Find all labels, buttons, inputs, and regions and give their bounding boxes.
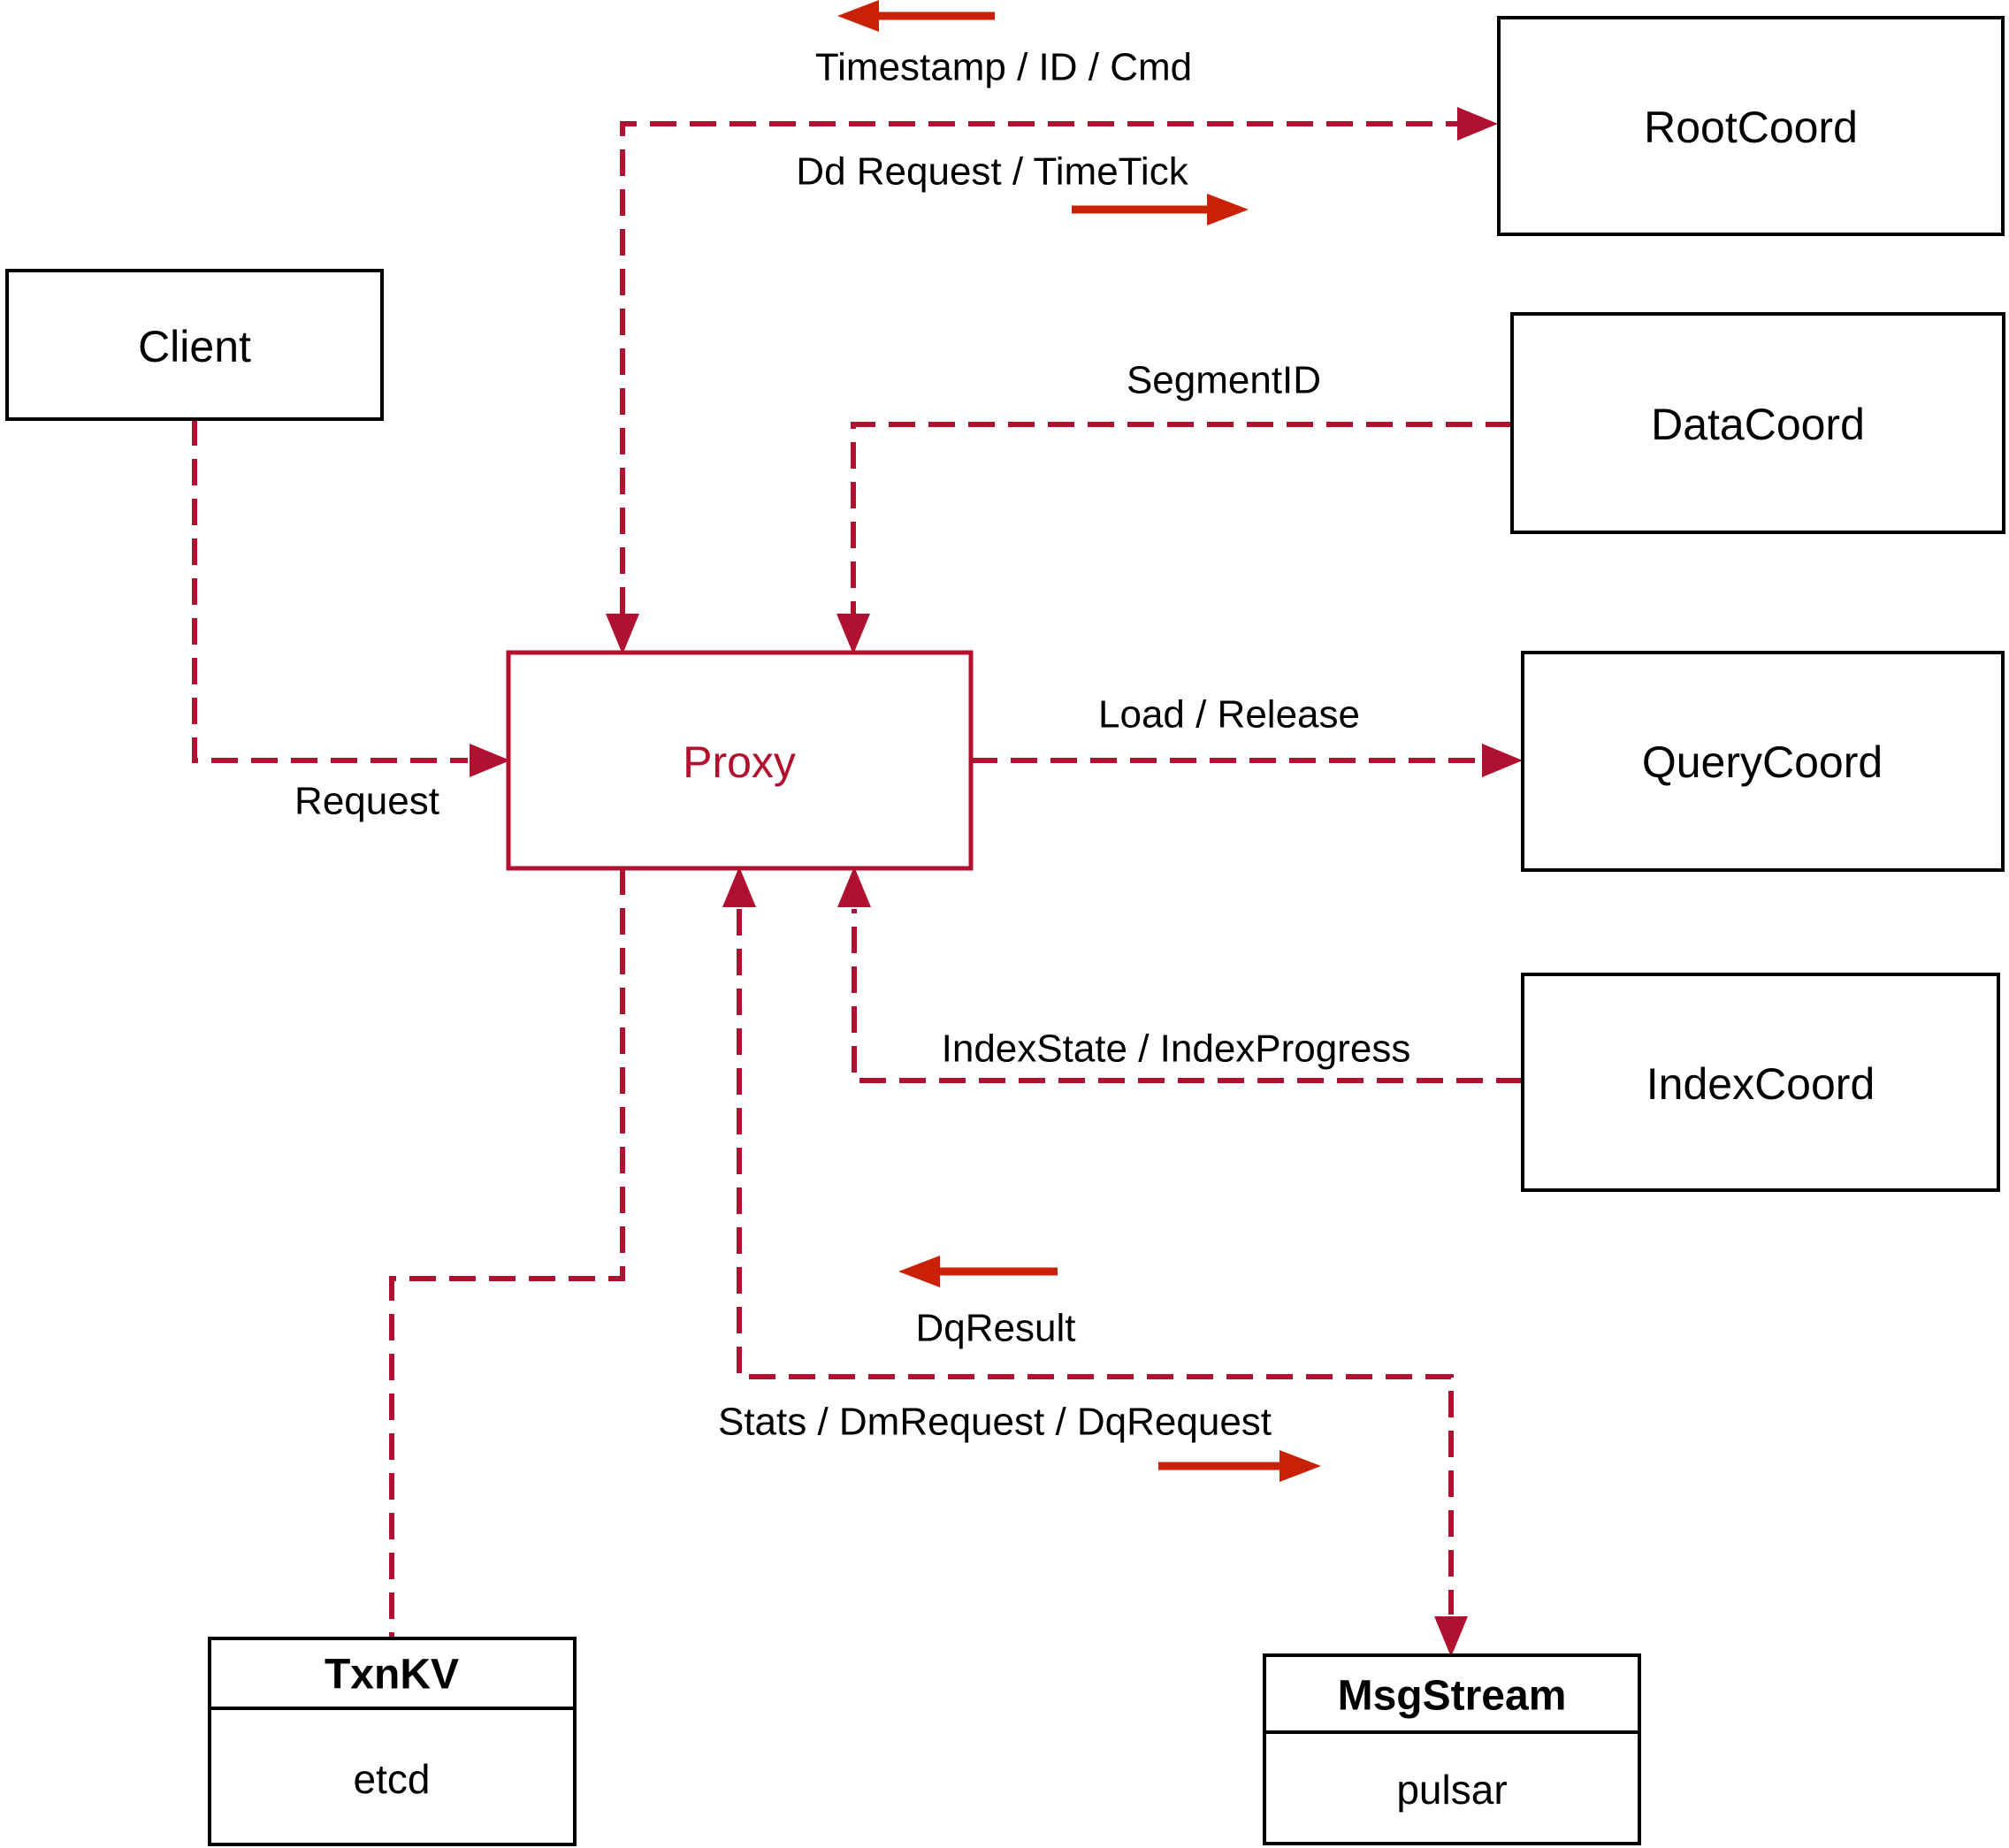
- txnkv-node: TxnKV etcd: [208, 1637, 577, 1846]
- direction-arrow-right-bottom-icon: [1158, 1450, 1321, 1482]
- edge-label-request: Request: [294, 780, 439, 823]
- arrowhead-into-proxy-bottom-right-icon: [837, 867, 871, 907]
- edge-indexcoord-proxy: [852, 909, 1523, 1083]
- indexcoord-label: IndexCoord: [1646, 1059, 1875, 1109]
- datacoord-node: DataCoord: [1510, 312, 2005, 534]
- proxy-label: Proxy: [683, 737, 796, 787]
- querycoord-box: [1521, 651, 2005, 872]
- arrowhead-into-proxy-top-right-icon: [836, 614, 870, 654]
- edge-proxy-msgstream: [737, 909, 1454, 1615]
- txnkv-box: [208, 1637, 577, 1846]
- msgstream-box: [1263, 1653, 1641, 1845]
- edge-label-load-release: Load / Release: [1098, 693, 1360, 737]
- edge-label-dd-request-timetick: Dd Request / TimeTick: [796, 150, 1188, 194]
- client-label: Client: [138, 322, 251, 371]
- arrowhead-into-rootcoord-icon: [1457, 107, 1498, 141]
- client-node: Client: [5, 269, 384, 421]
- datacoord-label: DataCoord: [1651, 400, 1865, 449]
- edge-label-index-state-progress: IndexState / IndexProgress: [942, 1027, 1411, 1071]
- rootcoord-box: [1497, 16, 2005, 236]
- arrowhead-into-querycoord-icon: [1482, 744, 1523, 777]
- edge-client-proxy: [192, 419, 468, 763]
- edge-label-stats-dm-dq: Stats / DmRequest / DqRequest: [718, 1401, 1272, 1444]
- querycoord-label: QueryCoord: [1642, 737, 1883, 787]
- arrowhead-into-proxy-bottom-left-icon: [722, 867, 756, 907]
- proxy-node: Proxy: [506, 650, 974, 871]
- rootcoord-label: RootCoord: [1644, 103, 1858, 152]
- arrowhead-into-proxy-left-icon: [470, 744, 510, 777]
- msgstream-title: MsgStream: [1338, 1673, 1567, 1720]
- edge-proxy-rootcoord: [620, 121, 1457, 614]
- direction-arrow-left-middle-icon: [898, 1256, 1058, 1287]
- direction-arrow-right-top-icon: [1072, 194, 1249, 225]
- edge-label-dq-result: DqResult: [916, 1307, 1076, 1350]
- direction-arrow-left-top-icon: [837, 0, 995, 32]
- arrowhead-into-msgstream-icon: [1434, 1616, 1468, 1657]
- proxy-box: [506, 650, 974, 871]
- datacoord-box: [1510, 312, 2005, 534]
- txnkv-subtitle: etcd: [354, 1756, 431, 1802]
- edge-datacoord-proxy: [851, 422, 1512, 615]
- edge-label-segment-id: SegmentID: [1127, 359, 1321, 402]
- indexcoord-box: [1521, 973, 2000, 1192]
- msgstream-node: MsgStream pulsar: [1263, 1653, 1641, 1845]
- arrowhead-into-proxy-top-left-icon: [606, 614, 639, 654]
- querycoord-node: QueryCoord: [1521, 651, 2005, 872]
- edge-label-timestamp-id-cmd: Timestamp / ID / Cmd: [815, 46, 1192, 89]
- txnkv-title: TxnKV: [325, 1652, 459, 1699]
- client-box: [5, 269, 384, 421]
- rootcoord-node: RootCoord: [1497, 16, 2005, 236]
- edge-proxy-txnkv: [389, 868, 625, 1638]
- indexcoord-node: IndexCoord: [1521, 973, 2000, 1192]
- msgstream-subtitle: pulsar: [1396, 1767, 1507, 1813]
